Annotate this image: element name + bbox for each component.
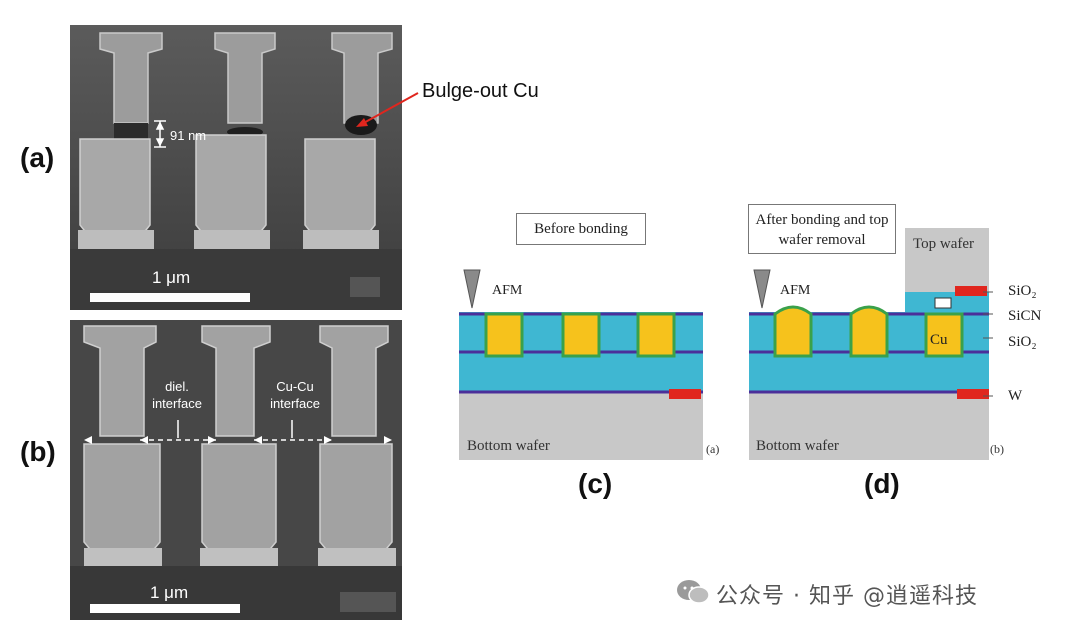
bulge-out-label: Bulge-out Cu [422, 80, 539, 102]
panel-label-b: (b) [20, 436, 56, 467]
bottom-wafer-label-d: Bottom wafer [756, 438, 839, 454]
legend-sicn: SiCN [1008, 308, 1042, 324]
scale-bar-label-b: 1 μm [150, 583, 189, 602]
corner-label-c: (a) [706, 442, 720, 456]
before-bonding-box: Before bonding [516, 213, 646, 245]
afm-label-c: AFM [492, 283, 523, 298]
legend-sio2-top: SiO₂ [1008, 283, 1037, 299]
cucu-interface-label: Cu-Cu interface [270, 379, 320, 411]
schematic-d [749, 228, 993, 460]
schematic-c [459, 269, 703, 460]
panel-label-d: (d) [864, 468, 900, 499]
after-bonding-box: After bonding and top wafer removal [748, 204, 896, 254]
cu-label-d: Cu [930, 332, 948, 348]
scale-bar-label-a: 1 μm [152, 268, 191, 287]
sem-image-b [70, 320, 402, 620]
legend-w: W [1008, 388, 1023, 404]
sem-image-a [70, 25, 402, 310]
top-wafer-label: Top wafer [913, 236, 975, 252]
afm-label-d: AFM [780, 283, 811, 298]
bulge-out-arrow [356, 92, 419, 127]
watermark-text: 公众号 · 知乎 @逍遥科技 [716, 584, 978, 609]
dimension-label-a: 91 nm [170, 128, 207, 143]
diel-interface-label: diel. interface [152, 379, 202, 411]
panel-label-c: (c) [578, 468, 613, 499]
corner-label-d: (b) [990, 442, 1004, 456]
panel-label-a: (a) [20, 142, 55, 173]
bottom-wafer-label-c: Bottom wafer [467, 438, 550, 454]
legend-sio2-mid: SiO₂ [1008, 334, 1037, 350]
wechat-icon [676, 578, 710, 611]
